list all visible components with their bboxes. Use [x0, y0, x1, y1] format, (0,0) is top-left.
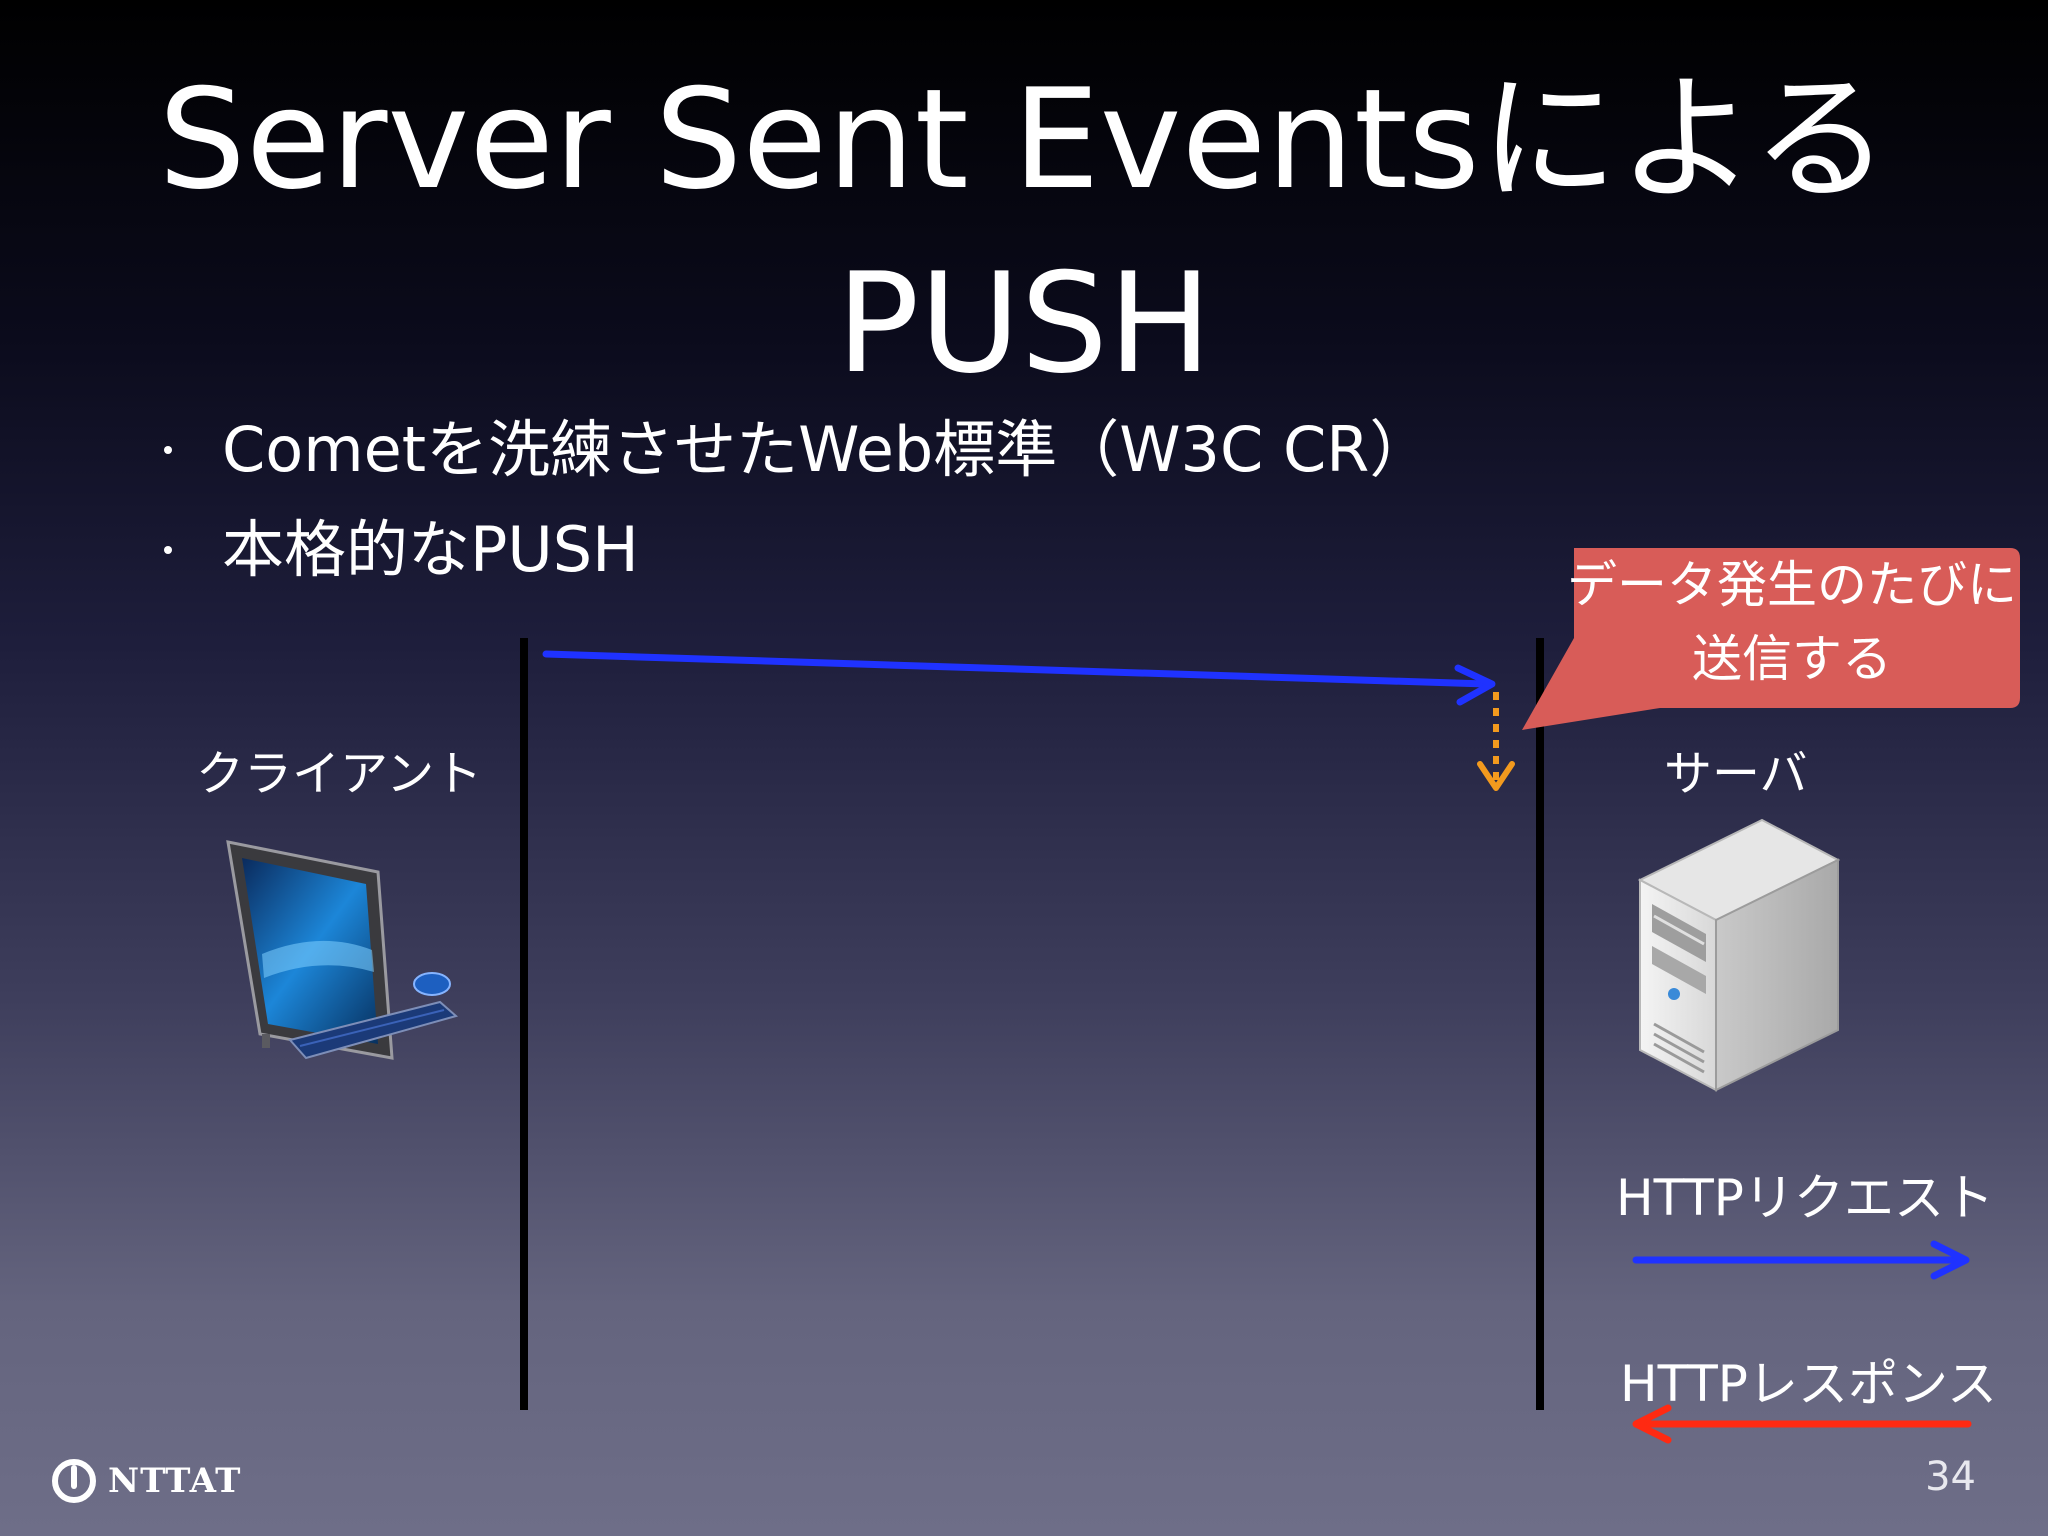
bullet-text: 本格的なPUSH	[222, 513, 639, 586]
logo-text: NTTAT	[108, 1461, 242, 1501]
legend-request-arrow	[1632, 1240, 1970, 1280]
slide-title: Server Sent Eventsによる PUSH	[0, 48, 2048, 416]
computer-icon	[226, 840, 459, 1060]
bullet-text: Cometを洗練させたWeb標準（W3C CR）	[222, 413, 1432, 486]
client-label: クライアント	[196, 746, 483, 802]
slide-title-line-1: Server Sent Eventsによる	[158, 59, 1890, 220]
request-arrow	[542, 650, 1496, 706]
slide-title-line-2: PUSH	[836, 243, 1212, 404]
callout-bubble	[1522, 548, 2020, 730]
nttat-logo-icon	[52, 1459, 96, 1503]
bullet-dot-icon	[164, 446, 172, 454]
callout-text: データ発生のたびに 送信する	[1566, 548, 2018, 696]
bullet-list: Cometを洗練させたWeb標準（W3C CR） 本格的なPUSH	[160, 400, 1431, 600]
server-label: サーバ	[1664, 746, 1808, 802]
server-icon	[1637, 818, 1841, 1092]
callout-line-1: データ発生のたびに	[1567, 556, 2017, 614]
event-arrow	[1477, 692, 1515, 791]
bullet-item: Cometを洗練させたWeb標準（W3C CR）	[160, 400, 1431, 500]
bullet-item: 本格的なPUSH	[160, 500, 1431, 600]
legend-request-label: HTTPリクエスト	[1616, 1169, 1994, 1227]
legend-response-label: HTTPレスポンス	[1620, 1355, 1997, 1413]
bullet-dot-icon	[164, 546, 172, 554]
callout-line-2: 送信する	[1692, 630, 1892, 688]
page-number: 34	[1925, 1454, 1976, 1500]
footer-logo: NTTAT	[52, 1458, 241, 1504]
legend-response-arrow	[1632, 1404, 1972, 1444]
